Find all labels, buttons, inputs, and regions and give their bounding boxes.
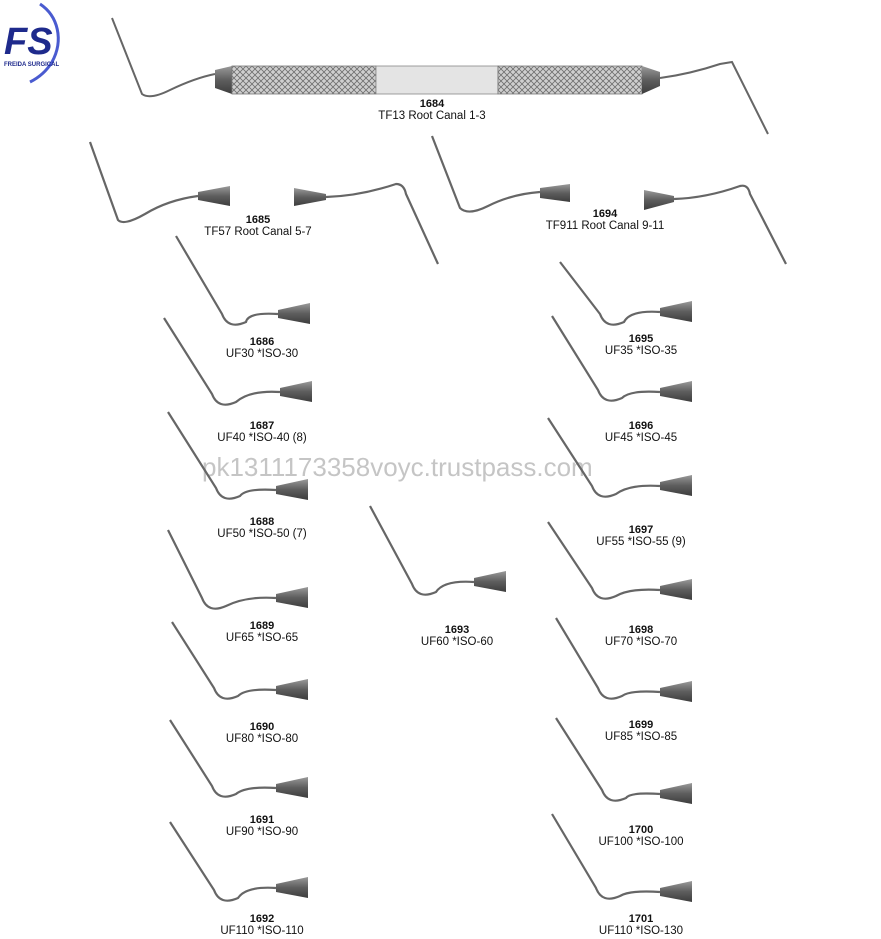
product-label-1686: 1686 UF30 *ISO-30: [226, 336, 298, 360]
watermark: pk1311173358voyc.trustpass.com: [202, 452, 593, 482]
product-code: 1697: [628, 524, 654, 536]
product-name: UF60 *ISO-60: [420, 636, 494, 648]
instrument-1689: [167, 529, 308, 610]
product-name: UF110 *ISO-110: [220, 925, 304, 937]
product-label-1693: 1693 UF60 *ISO-60: [421, 624, 493, 648]
product-code: 1693: [444, 624, 470, 636]
product-code: 1684: [419, 98, 445, 110]
product-label-1691: 1691 UF90 *ISO-90: [226, 814, 298, 838]
product-label-1688: 1688 UF50 *ISO-50 (7): [217, 516, 306, 540]
instrument-1694: [430, 135, 787, 265]
product-label-1695: 1695 UF35 *ISO-35: [605, 333, 677, 357]
instrument-1691: [169, 719, 308, 798]
product-code: 1695: [628, 333, 654, 345]
product-label-1697: 1697 UF55 *ISO-55 (9): [596, 524, 685, 548]
product-code: 1687: [249, 420, 275, 432]
product-code: 1691: [249, 814, 275, 826]
product-name: UF45 *ISO-45: [604, 432, 678, 444]
product-label-1696: 1696 UF45 *ISO-45: [605, 420, 677, 444]
instrument-1693: [369, 505, 506, 596]
product-label-1694: 1694 TF911 Root Canal 9-11: [546, 208, 664, 232]
product-name: UF40 *ISO-40 (8): [217, 432, 307, 444]
instrument-1696: [551, 315, 692, 402]
product-name: UF110 *ISO-130: [598, 925, 684, 937]
product-code: 1694: [592, 208, 618, 220]
product-name: TF13 Root Canal 1-3: [378, 110, 486, 122]
product-code: 1685: [245, 214, 271, 226]
brand-tagline: FREIDA SURGICAL: [4, 62, 59, 68]
instrument-1699: [555, 617, 692, 702]
product-code: 1686: [249, 336, 275, 348]
instrument-1700: [555, 717, 692, 804]
instrument-1684: [111, 17, 769, 135]
instrument-1692: [169, 821, 308, 902]
product-code: 1688: [249, 516, 275, 528]
product-name: UF65 *ISO-65: [225, 632, 299, 644]
product-label-1698: 1698 UF70 *ISO-70: [605, 624, 677, 648]
product-name: UF100 *ISO-100: [598, 836, 684, 848]
product-name: TF57 Root Canal 5-7: [204, 226, 312, 238]
product-label-1700: 1700 UF100 *ISO-100: [598, 824, 683, 848]
brand-initials: FS: [4, 21, 53, 63]
product-label-1684: 1684 TF13 Root Canal 1-3: [378, 98, 485, 122]
instrument-1687: [163, 317, 312, 406]
product-name: UF80 *ISO-80: [225, 733, 299, 745]
product-name: UF55 *ISO-55 (9): [596, 536, 686, 548]
product-label-1690: 1690 UF80 *ISO-80: [226, 721, 298, 745]
brand-logo: FS FREIDA SURGICAL: [0, 0, 64, 86]
product-code: 1696: [628, 420, 654, 432]
brand-logo-mark: FS FREIDA SURGICAL: [4, 2, 60, 84]
instrument-1695: [559, 261, 692, 326]
instrument-1688: [167, 411, 308, 500]
product-code: 1699: [628, 719, 654, 731]
product-label-1701: 1701 UF110 *ISO-130: [599, 913, 683, 937]
product-name: UF50 *ISO-50 (7): [217, 528, 307, 540]
instrument-1701: [551, 813, 692, 902]
product-name: UF85 *ISO-85: [604, 731, 678, 743]
product-label-1689: 1689 UF65 *ISO-65: [226, 620, 298, 644]
instrument-1685: [88, 141, 440, 265]
product-name: TF911 Root Canal 9-11: [545, 220, 665, 232]
product-name: UF35 *ISO-35: [604, 345, 678, 357]
product-name: UF30 *ISO-30: [225, 348, 299, 360]
product-name: UF90 *ISO-90: [225, 826, 299, 838]
instrument-1698: [547, 521, 692, 600]
product-label-1687: 1687 UF40 *ISO-40 (8): [217, 420, 306, 444]
product-code: 1689: [249, 620, 275, 632]
product-code: 1701: [628, 913, 654, 925]
product-code: 1692: [249, 913, 275, 925]
product-label-1692: 1692 UF110 *ISO-110: [220, 913, 303, 937]
product-code: 1690: [249, 721, 275, 733]
instrument-1686: [175, 235, 310, 326]
product-code: 1700: [628, 824, 654, 836]
product-label-1685: 1685 TF57 Root Canal 5-7: [204, 214, 311, 238]
product-code: 1698: [628, 624, 654, 636]
instrument-1690: [171, 621, 308, 700]
product-label-1699: 1699 UF85 *ISO-85: [605, 719, 677, 743]
product-name: UF70 *ISO-70: [604, 636, 678, 648]
instrument-1697: [547, 417, 692, 498]
